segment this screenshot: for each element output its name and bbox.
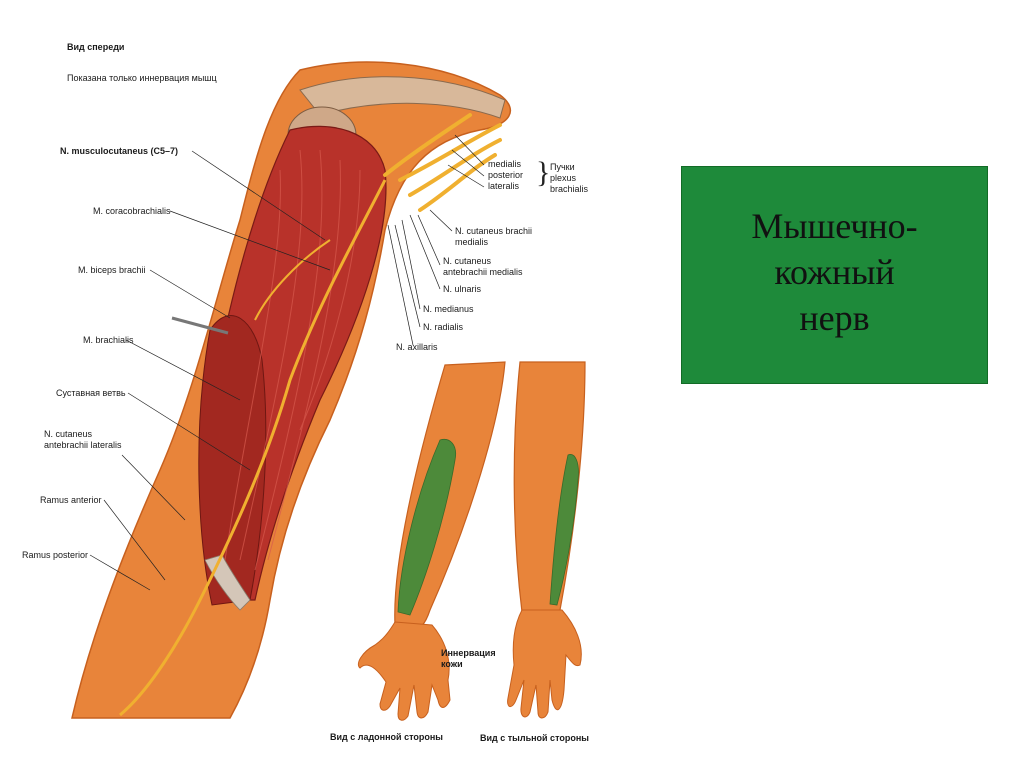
label-axillaris: N. axillaris xyxy=(396,342,438,352)
label-musculocutaneus: N. musculocutaneus (C5–7) xyxy=(60,146,179,156)
label-articular-branch: Суставная ветвь xyxy=(56,388,126,398)
clavicle-bone xyxy=(299,76,506,119)
label-coracobrachialis: M. coracobrachialis xyxy=(93,206,171,216)
dorsal-hand xyxy=(507,609,582,719)
label-ramus-anterior: Ramus anterior xyxy=(40,495,102,505)
label-radialis: N. radialis xyxy=(423,322,464,332)
label-cutaneus-antebrachii-2: antebrachii medialis xyxy=(443,267,523,277)
label-skin-innervation-1: Иннервация xyxy=(441,648,496,658)
title-text: Мышечно- кожный нерв xyxy=(751,206,918,338)
label-biceps: M. biceps brachii xyxy=(78,265,146,275)
title-box: Мышечно- кожный нерв xyxy=(681,166,988,384)
label-ramus-posterior: Ramus posterior xyxy=(22,550,89,560)
muscle-innervation-note: Показана только иннервация мышц xyxy=(67,73,217,83)
label-medianus: N. medianus xyxy=(423,304,474,314)
label-dorsal-view: Вид с тыльной стороны xyxy=(480,733,589,743)
label-skin-innervation-2: кожи xyxy=(441,659,463,669)
palmar-innervation-zone xyxy=(397,438,457,616)
fasciculi-brace: } xyxy=(536,156,551,189)
label-lateralis: lateralis xyxy=(488,181,520,191)
label-cutaneus-brachii-1: N. cutaneus brachii xyxy=(455,226,533,236)
palmar-hand xyxy=(357,621,451,721)
label-cutaneus-lateralis-2: antebrachii lateralis xyxy=(44,440,122,450)
dorsal-innervation-zone xyxy=(549,454,579,606)
label-cutaneus-antebrachii-1: N. cutaneus xyxy=(443,256,492,266)
brachialis-muscle xyxy=(198,315,267,606)
label-palmar-view: Вид с ладонной стороны xyxy=(330,732,443,742)
label-fasciculi-1: Пучки xyxy=(550,162,575,172)
musculocutaneous-nerve xyxy=(119,179,387,717)
brachial-plexus xyxy=(383,113,502,212)
label-brachialis: M. brachialis xyxy=(83,335,134,345)
nerve-branch xyxy=(254,239,331,321)
label-fasciculi-3: brachialis xyxy=(550,184,589,194)
probe-rod xyxy=(171,316,229,335)
label-cutaneus-lateralis-1: N. cutaneus xyxy=(44,429,93,439)
label-medialis: medialis xyxy=(488,159,522,169)
right-leader-lines xyxy=(387,134,485,346)
label-ulnaris: N. ulnaris xyxy=(443,284,482,294)
view-front-label: Вид спереди xyxy=(67,42,125,52)
label-fasciculi-2: plexus xyxy=(550,173,577,183)
left-leader-lines xyxy=(89,150,331,591)
label-posterior: posterior xyxy=(488,170,524,180)
label-cutaneus-brachii-2: medialis xyxy=(455,237,489,247)
